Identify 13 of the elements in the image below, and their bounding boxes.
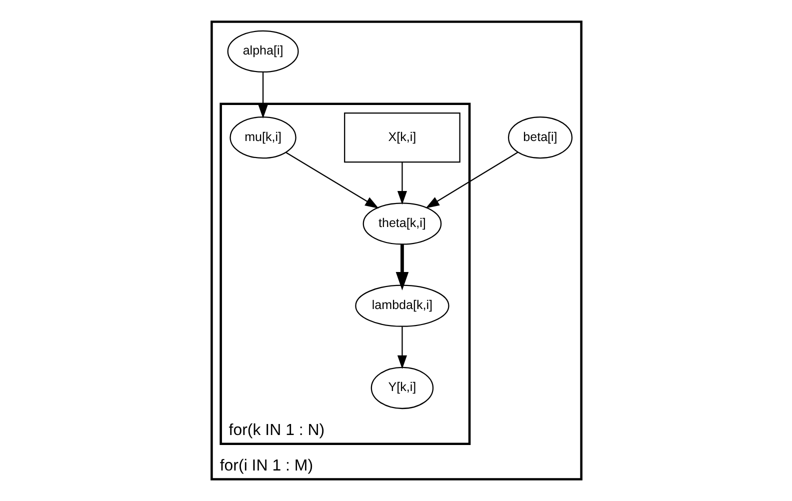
node-ellipse: theta[k,i] xyxy=(362,202,442,245)
node-ellipse: beta[i] xyxy=(507,116,572,159)
node-ellipse: alpha[i] xyxy=(226,30,298,73)
node-box: X[k,i] xyxy=(344,112,460,163)
arrow xyxy=(395,244,408,290)
node-ellipse: lambda[k,i] xyxy=(354,284,449,327)
arrow xyxy=(258,72,268,119)
arrow xyxy=(285,152,378,208)
node-ellipse: Y[k,i] xyxy=(370,366,434,410)
arrow xyxy=(396,326,406,370)
arrow xyxy=(396,162,406,205)
node-ellipse: mu[k,i] xyxy=(229,116,296,159)
arrow xyxy=(425,152,518,208)
